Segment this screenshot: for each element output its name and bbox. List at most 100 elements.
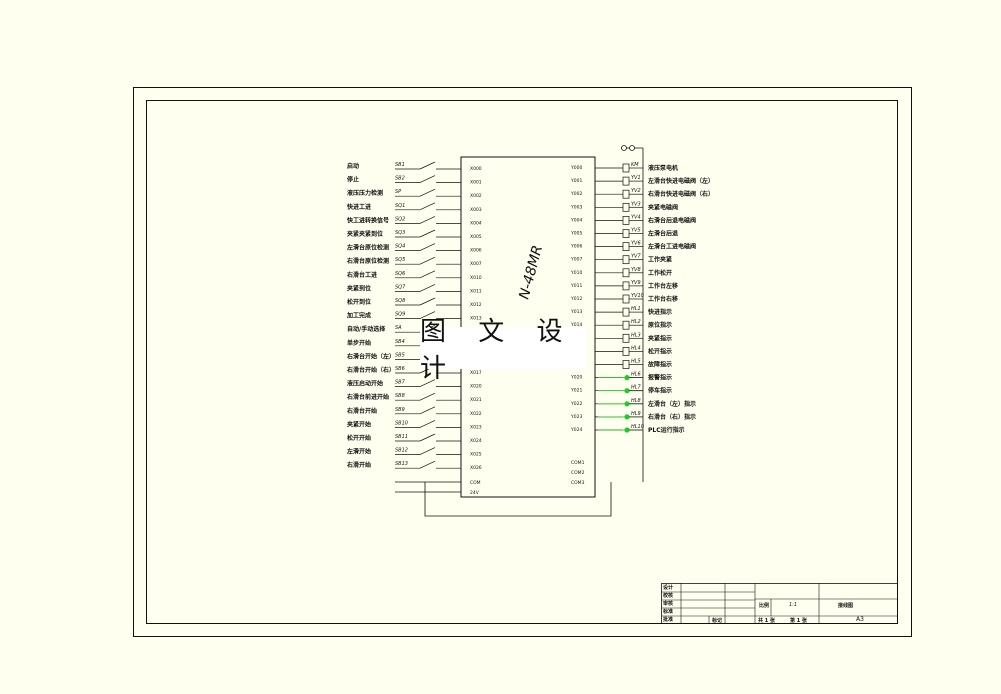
input-tag: SQ2	[395, 216, 405, 222]
output-label: 右滑台快进电磁阀（右）	[647, 190, 714, 198]
input-tag: SQ4	[395, 244, 405, 250]
switch-contact	[419, 284, 436, 292]
coil-symbol	[622, 281, 630, 291]
output-label: 故障指示	[648, 361, 672, 369]
output-label: 工作夹紧	[648, 256, 672, 264]
plc-input-pin: X005	[470, 234, 482, 240]
output-tag: YV6	[631, 241, 641, 247]
switch-contact	[419, 447, 436, 455]
output-tag: KM	[631, 162, 639, 168]
input-label: 夹紧到位	[347, 284, 371, 292]
plc-output-pin: Y004	[570, 217, 582, 223]
title-block	[661, 583, 898, 624]
plc-output-pin: Y007	[570, 257, 582, 263]
plc-input-pin: X021	[470, 397, 482, 403]
plc-output-pin: Y023	[570, 414, 582, 420]
tb-row-label: 校核	[663, 593, 674, 599]
coil-symbol	[622, 163, 630, 173]
input-label: 液压压力检测	[347, 189, 383, 197]
coil-symbol	[622, 320, 630, 330]
coil-symbol	[622, 202, 630, 212]
input-label: 右滑台开始（右）	[346, 366, 395, 374]
coil-symbol	[622, 307, 630, 317]
tb-scale-value: 1:1	[789, 602, 798, 608]
input-tag: SQ9	[395, 312, 405, 318]
plc-output-pin: Y006	[570, 244, 582, 250]
tb-row-label: 标准	[663, 609, 674, 615]
plc-input-pin: X000	[470, 166, 482, 172]
input-label: 松开到位	[347, 298, 371, 306]
output-tag: HL4	[631, 345, 641, 351]
plc-input-pin: X004	[470, 220, 482, 226]
input-tag: SB9	[395, 407, 405, 413]
coil-symbol	[622, 268, 630, 278]
plc-output-pin: Y003	[570, 204, 582, 210]
input-tag: SB10	[395, 420, 408, 426]
output-tag: HL10	[631, 424, 644, 430]
switch-contact	[419, 420, 436, 428]
output-label: 停车指示	[648, 387, 672, 395]
switch-contact	[419, 392, 436, 401]
tb-drawing-title: 接线图	[838, 603, 854, 609]
plc-input-pin: X010	[470, 275, 482, 281]
plc-input-pin: X017	[470, 370, 482, 376]
switch-contact	[419, 460, 436, 469]
plc-input-pin: X023	[470, 424, 482, 430]
plc-output-pin: COM1	[571, 460, 585, 466]
input-label: 右滑台开始（左）	[346, 352, 395, 360]
plc-input-pin: X003	[470, 207, 482, 213]
coil-symbol	[622, 229, 630, 238]
plc-input-pin: X025	[470, 452, 482, 458]
plc-input-pin: X012	[470, 302, 482, 308]
output-tag: YV7	[631, 254, 641, 260]
plc-input-pin: X013	[470, 316, 482, 322]
input-label: 快进工进	[346, 203, 371, 211]
switch-contact	[419, 202, 436, 211]
plc-output-pin: Y002	[570, 191, 582, 197]
output-label: 快进指示	[647, 308, 672, 316]
input-label: 快工进转换信号	[346, 216, 389, 224]
output-label: 液压泵电机	[648, 164, 678, 172]
plc-input-pin: X020	[470, 384, 482, 390]
input-label: 右滑台工进	[346, 271, 377, 279]
input-tag: SB1	[395, 162, 405, 168]
coil-symbol	[622, 216, 630, 225]
input-label: 左滑开始	[346, 448, 371, 456]
input-tag: SB5	[395, 352, 405, 358]
terminal-circle	[621, 145, 627, 151]
switch-contact	[419, 161, 436, 170]
input-label: 自动/手动选择	[347, 325, 386, 333]
input-tag: SQ5	[395, 257, 405, 263]
plc-output-pin: Y014	[570, 322, 582, 328]
switch-contact	[419, 175, 436, 183]
plc-input-pin: X006	[470, 248, 482, 254]
plc-output-pin: Y005	[570, 231, 582, 237]
common-wire	[424, 482, 612, 517]
output-tag: HL1	[631, 306, 641, 312]
plc-input-pin: X011	[470, 288, 482, 294]
plc-output-pin: Y001	[570, 178, 582, 184]
input-tag: SB4	[395, 339, 405, 345]
coil-symbol	[622, 347, 630, 356]
output-label: 左滑台快进电磁阀（左）	[647, 177, 714, 185]
plc-input-pin: COM	[470, 480, 481, 486]
switch-contact	[419, 311, 436, 319]
input-tag: SB2	[395, 176, 405, 182]
output-label: PLC运行指示	[648, 426, 685, 434]
input-label: 松开开始	[347, 434, 371, 442]
input-label: 液压启动开始	[347, 380, 383, 388]
drawing-border-outer	[133, 87, 912, 637]
input-label: 夹紧夹紧到位	[347, 230, 383, 238]
input-tag: SB12	[395, 448, 408, 454]
switch-contact	[419, 406, 436, 415]
tb-scale-label: 比例	[759, 603, 770, 609]
plc-output-pin: Y012	[570, 296, 582, 302]
output-tag: HL8	[631, 398, 641, 404]
tb-sheet-no: 第 1 张	[790, 618, 807, 624]
input-tag: SB13	[395, 461, 408, 467]
tb-row-label: 设计	[663, 585, 674, 591]
plc-output-pin: Y022	[570, 401, 582, 407]
